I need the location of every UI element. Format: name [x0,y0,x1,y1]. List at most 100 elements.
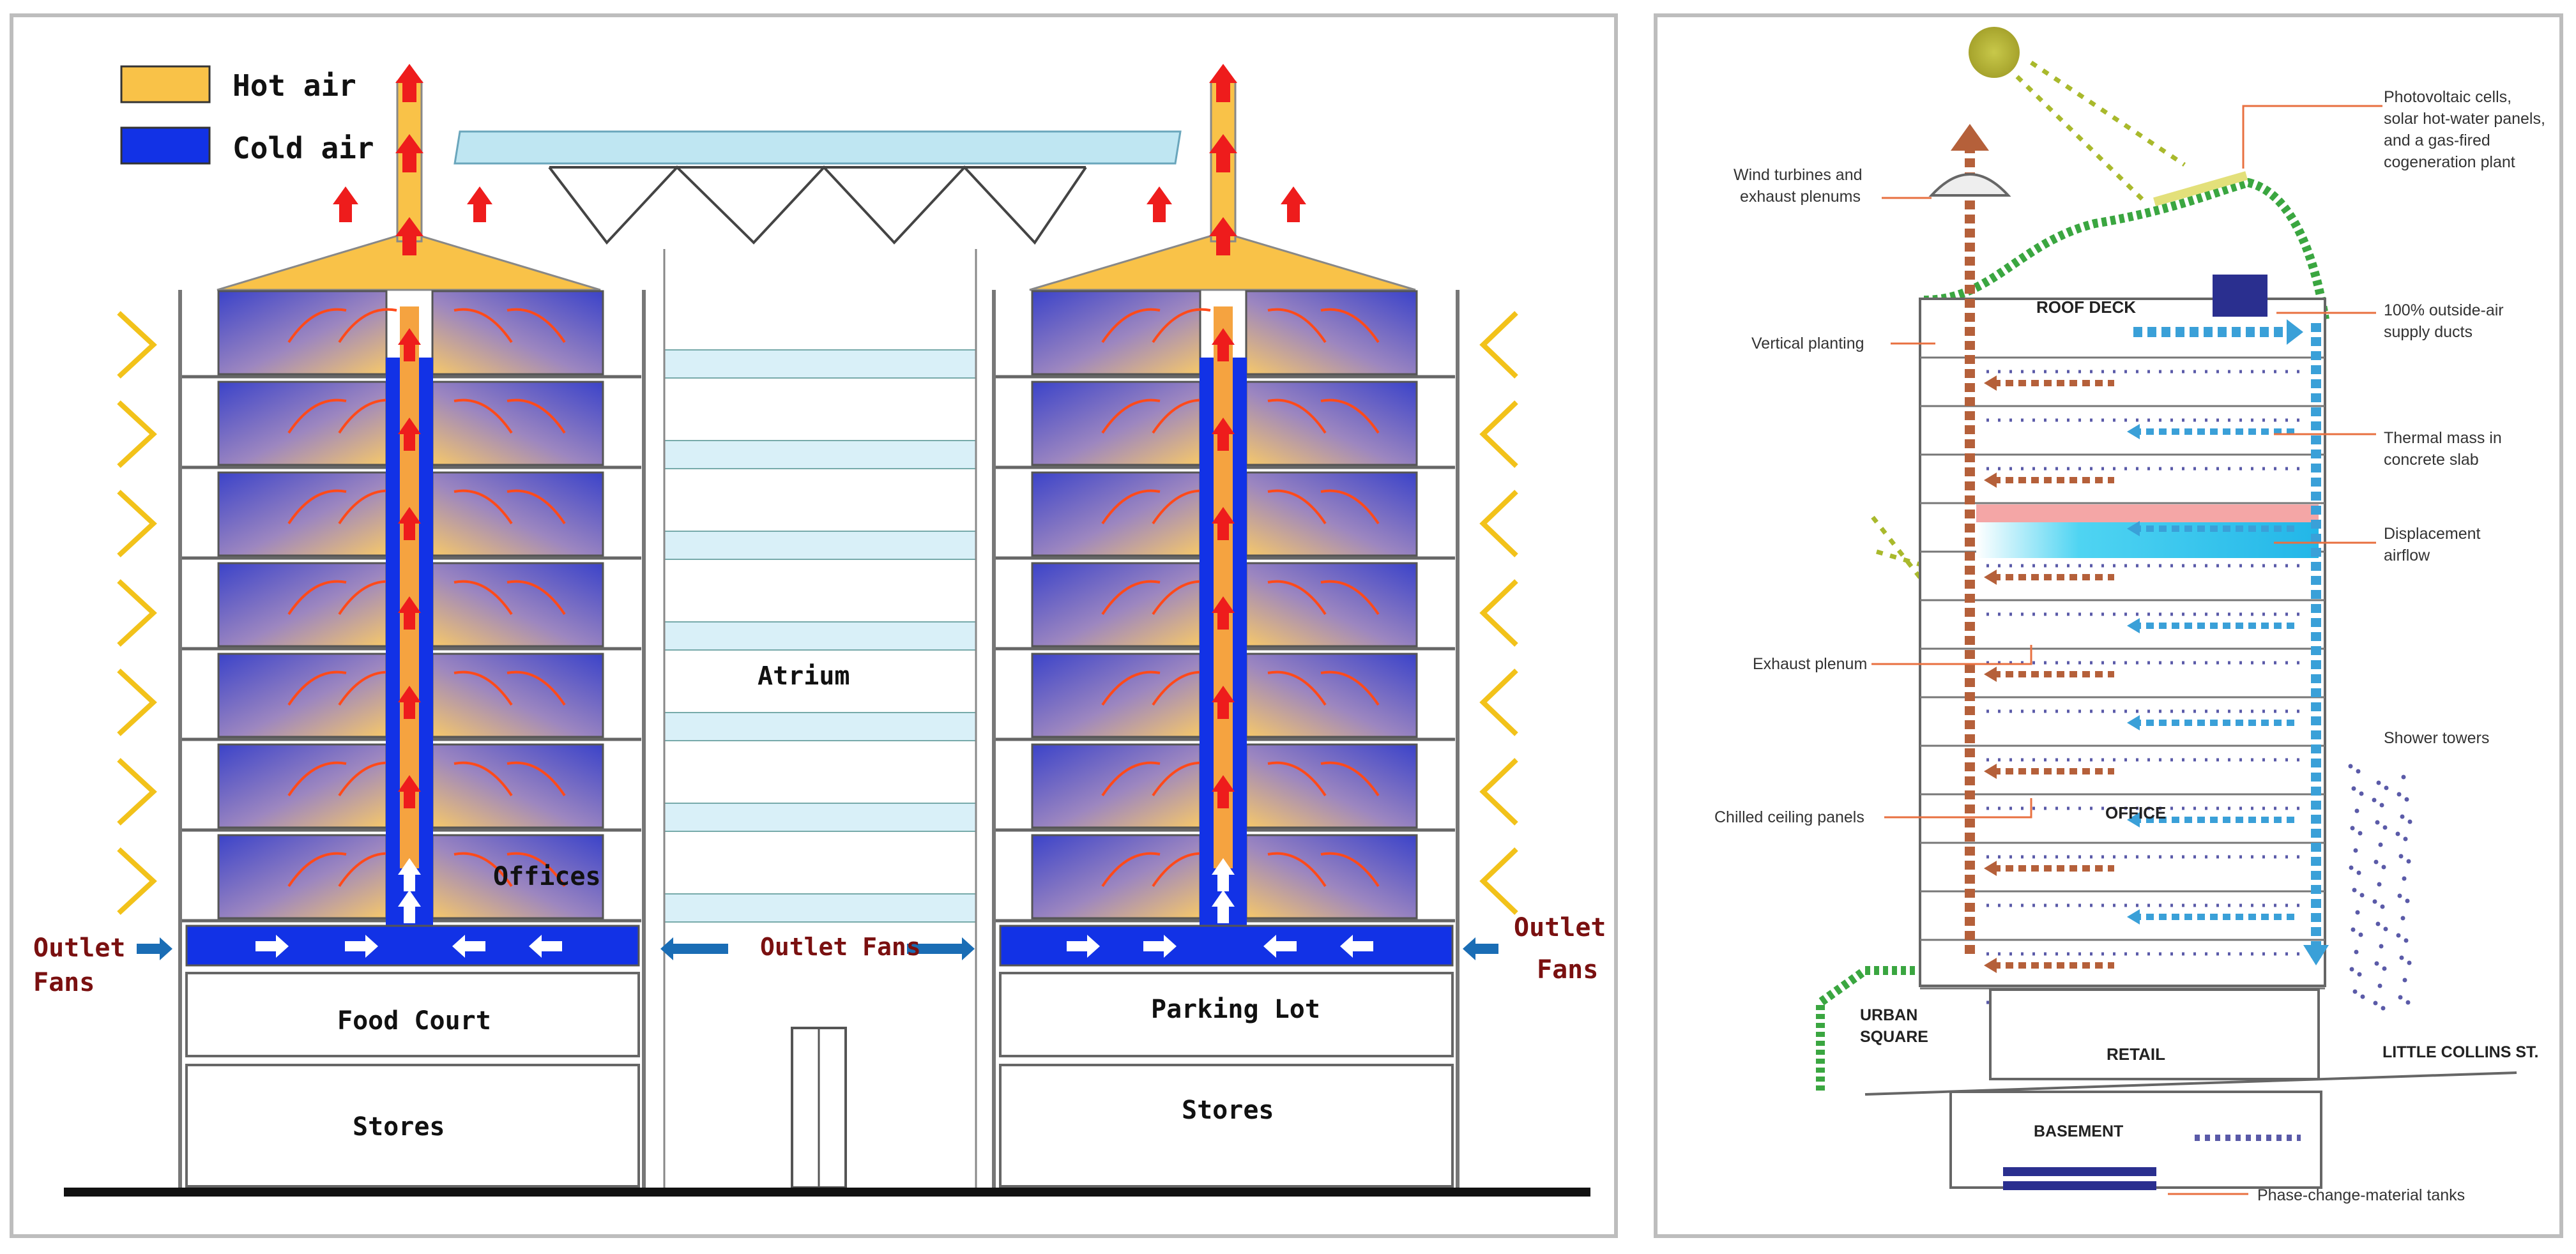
spray-dot [2399,955,2404,960]
spray-dot [2354,808,2359,813]
office-room [431,562,604,647]
roof-curve [1923,178,2329,321]
airflow-curve [287,580,347,616]
solar-chevron [1479,490,1518,557]
up-arrow [398,418,421,451]
spray-dot [2377,983,2382,988]
airflow-curve [1267,308,1327,344]
airflow-curve [453,852,513,888]
spray-dot [2375,921,2381,926]
airflow-curve [453,398,513,434]
airflow-curve [507,398,566,434]
outside-air-label-2: supply ducts [2384,323,2473,341]
office-room [1031,653,1201,738]
exhaust-arrow-head [1984,570,1997,585]
pcm-tank-2 [2003,1181,2156,1190]
airflow-curve [507,670,566,706]
office-room [431,834,604,919]
office-room [1031,743,1201,829]
solar-arrows [117,311,1518,915]
solar-chevron [1479,311,1518,379]
up-arrow [1209,217,1237,255]
office-room [1031,290,1201,375]
fan-arrow [1263,935,1297,958]
atrium-glass-band [664,440,977,469]
outlet-fans-right-label-2: Fans [1537,955,1598,985]
basement-label: BASEMENT [2034,1122,2123,1140]
fan-arrow [1463,937,1498,960]
up-arrow [1212,775,1235,808]
spray-dot [2375,820,2380,825]
supply-arrow-head [2127,715,2140,730]
atrium-label: Atrium [758,661,850,691]
spray-dot [2383,926,2388,932]
airflow-curve [507,761,566,797]
spray-dot [2398,995,2403,1000]
exhaust-stack-arrow [1951,124,1989,151]
up-arrow [333,186,358,222]
airflow-curve [453,580,513,616]
fan-arrow [452,935,485,958]
airflow-curve [1320,852,1380,888]
fan-arrow [345,935,378,958]
spray-dot [2358,932,2363,937]
sun [1969,27,2020,78]
left-plenum [185,925,640,967]
spray-dot [2379,803,2384,808]
spray-dot [2349,865,2354,870]
airflow-curve [1101,398,1161,434]
left-level-2 [185,1064,640,1188]
spray-dot [2379,944,2384,949]
spray-dot [2377,882,2382,887]
legend-hot-swatch [120,65,211,103]
roof-deck-box [2213,275,2267,317]
urban-square-label-2: SQUARE [1860,1028,1928,1046]
up-arrow [398,686,421,719]
spray-dot [2400,916,2405,921]
floor-airflow-arrows [1984,375,2299,1022]
spray-dot [2397,792,2402,797]
spray-dot [2384,785,2389,790]
airflow-curve [507,489,566,525]
office-room [217,834,388,919]
office-room [1245,562,1418,647]
up-arrow [398,858,421,891]
spray-dot [2400,814,2405,819]
spray-dot [2359,893,2365,898]
atrium-glass-band [664,349,977,379]
airflow-curve [1267,852,1327,888]
fan-arrow [660,937,728,960]
vertical-planting-label: Vertical planting [1751,335,1864,352]
up-arrow [1281,186,1306,222]
airflow-curve [1267,670,1327,706]
spray-dot [2402,978,2407,983]
ground-line [64,1188,1590,1197]
airflow-curve [1152,308,1211,344]
spray-dot [2351,786,2356,791]
outlet-fans-center-label: Outlet Fans [760,933,921,961]
spray-dot [2382,825,2388,830]
airflow-curve [453,308,513,344]
spray-dot [2376,780,2381,785]
up-arrow [1212,596,1235,630]
roof-deck-label: ROOF DECK [2036,298,2136,317]
callout-text: Photovoltaic cells, solar hot-water pane… [1714,88,2545,1204]
airflow-curve [287,489,347,525]
up-arrow [1212,858,1235,891]
spray-dot [2396,933,2401,938]
urban-square-label-1: URBAN [1860,1006,1917,1024]
right-office-floors [994,290,1455,923]
atrium-glass-band [664,893,977,923]
up-arrow [395,64,423,102]
exhaust-arrow-head [1984,667,1997,682]
airflow-curve [1267,761,1327,797]
food-court-label: Food Court [337,1006,491,1036]
airflow-curve [1320,398,1380,434]
thermal-label-1: Thermal mass in [2384,429,2502,447]
atrium-skylight [453,130,1182,165]
right-level-2 [999,1064,1454,1188]
legend-cold-label: Cold air [232,131,374,165]
spray-dot [2395,831,2400,836]
up-arrow [395,217,423,255]
airflow-curve [287,852,347,888]
